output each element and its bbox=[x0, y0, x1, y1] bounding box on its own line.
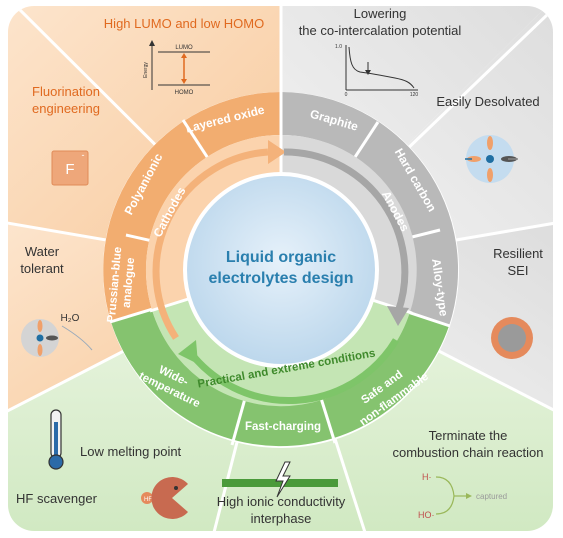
cathode-arrowhead bbox=[268, 140, 286, 164]
water-core bbox=[36, 334, 44, 342]
fluorine-symbol: F bbox=[65, 161, 74, 178]
lumo-label: LUMO bbox=[175, 45, 193, 51]
text-terminate-2: combustion chain reaction bbox=[392, 445, 543, 460]
label-prussian-2: analogue bbox=[121, 257, 137, 308]
band-arrows bbox=[152, 140, 409, 405]
solvation-lobe-top bbox=[487, 136, 493, 150]
fluorine-tile bbox=[51, 150, 89, 186]
plot-x-max: 120 bbox=[410, 92, 419, 98]
solvation-lobe-left bbox=[467, 156, 481, 162]
solvation-lobe-bottom bbox=[487, 168, 493, 182]
hf-molecule-label: HF bbox=[144, 497, 152, 503]
water-lobe-bottom bbox=[37, 344, 43, 356]
anode-arrow bbox=[283, 148, 409, 314]
water-molecule-icon bbox=[21, 319, 93, 357]
homo-label: HOMO bbox=[175, 90, 194, 96]
text-fluorination-1: Fluorination bbox=[32, 84, 100, 99]
text-cointercalation-2: the co-intercalation potential bbox=[299, 23, 462, 38]
water-formula: H₂O bbox=[61, 313, 80, 324]
label-fast-charging: Fast-charging bbox=[245, 421, 321, 433]
solvation-core bbox=[486, 155, 494, 163]
lightning-bar-icon bbox=[222, 461, 338, 498]
pacman-body bbox=[151, 477, 188, 519]
text-sei-1: Resilient bbox=[493, 246, 543, 261]
energy-axis-label: Energy bbox=[143, 62, 149, 78]
captured-label: captured bbox=[476, 492, 507, 501]
water-lobe-right bbox=[46, 335, 58, 341]
cathode-arrow bbox=[152, 148, 269, 340]
plot-arrowhead bbox=[365, 70, 371, 75]
conditions-arrowhead bbox=[178, 340, 198, 364]
thermometer-bulb bbox=[48, 454, 64, 470]
text-desolvated: Easily Desolvated bbox=[436, 94, 539, 109]
voltage-curve-plot: 1.0 0 120 bbox=[335, 44, 418, 98]
fluorine-tile-icon: F - bbox=[51, 150, 89, 186]
water-attack-path bbox=[61, 325, 93, 351]
fluorine-charge: - bbox=[82, 150, 85, 160]
hf-molecule-dot bbox=[141, 492, 153, 504]
gap-arrowhead-up bbox=[181, 53, 187, 58]
text-ionic-2: interphase bbox=[251, 511, 312, 526]
text-lumo-homo: High LUMO and low HOMO bbox=[104, 16, 264, 31]
hf-scavenger-pacman-icon: HF bbox=[141, 477, 188, 519]
energy-level-diagram: Energy LUMO HOMO bbox=[143, 40, 210, 96]
radical-ho: HO· bbox=[418, 510, 435, 520]
center-title-line2: electrolytes design bbox=[209, 270, 354, 287]
center-title-line1: Liquid organic bbox=[226, 249, 336, 266]
radical-capture-icon: H· HO· captured bbox=[418, 472, 507, 520]
text-water-1: Water bbox=[25, 244, 60, 259]
anode-arrowhead bbox=[387, 306, 409, 326]
radical-h: H· bbox=[422, 472, 432, 482]
text-ionic-1: High ionic conductivity bbox=[217, 494, 346, 509]
plot-x-zero: 0 bbox=[345, 92, 348, 98]
lightning-bolt bbox=[275, 461, 291, 498]
sei-core bbox=[498, 324, 526, 352]
thermometer-icon bbox=[48, 409, 64, 470]
water-lobe-top bbox=[37, 320, 43, 332]
text-fluorination-2: engineering bbox=[32, 101, 100, 116]
thermometer-fill bbox=[54, 422, 58, 460]
text-low-melting: Low melting point bbox=[80, 444, 182, 459]
gap-arrowhead-down bbox=[181, 79, 187, 84]
text-cointercalation-1: Lowering bbox=[354, 6, 407, 21]
text-water-2: tolerant bbox=[20, 261, 64, 276]
center-circle bbox=[183, 172, 379, 368]
desolvation-molecule-icon bbox=[465, 135, 518, 183]
text-hf-scavenger: HF scavenger bbox=[16, 491, 98, 506]
pacman-eye bbox=[174, 486, 178, 490]
interphase-bar bbox=[222, 479, 338, 487]
text-terminate-1: Terminate the bbox=[429, 428, 508, 443]
conditions-arrow bbox=[187, 338, 399, 405]
plot-y-max: 1.0 bbox=[335, 44, 342, 50]
capture-arrowhead bbox=[466, 493, 472, 499]
sei-coated-particle-icon bbox=[491, 317, 533, 359]
text-sei-2: SEI bbox=[508, 263, 529, 278]
energy-axis-arrowhead bbox=[149, 40, 155, 46]
plot-curve bbox=[348, 46, 415, 89]
